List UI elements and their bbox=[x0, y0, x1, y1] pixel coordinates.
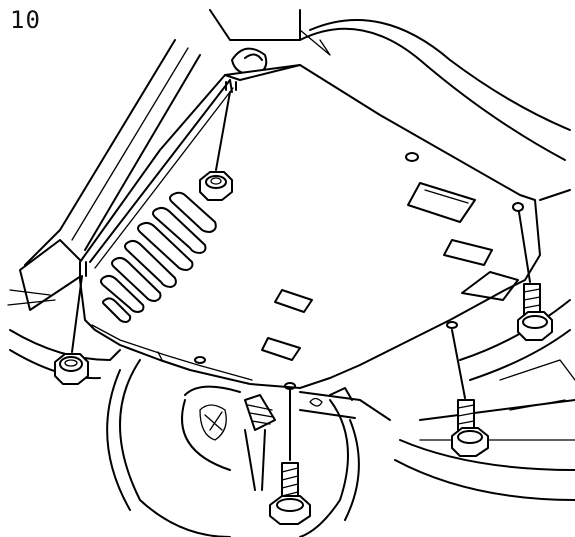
shield-cutouts bbox=[194, 152, 524, 364]
left-nut-icon bbox=[54, 261, 89, 385]
right-bolt-upper-icon bbox=[517, 211, 553, 341]
upper-nut-icon bbox=[199, 79, 237, 201]
right-bolt-lower-icon bbox=[446, 321, 489, 457]
vehicle-frame bbox=[7, 9, 575, 537]
fasteners bbox=[54, 79, 553, 525]
vent-slots bbox=[100, 191, 217, 323]
front-bolt-icon bbox=[269, 382, 311, 525]
step-number: 10 bbox=[10, 6, 41, 34]
